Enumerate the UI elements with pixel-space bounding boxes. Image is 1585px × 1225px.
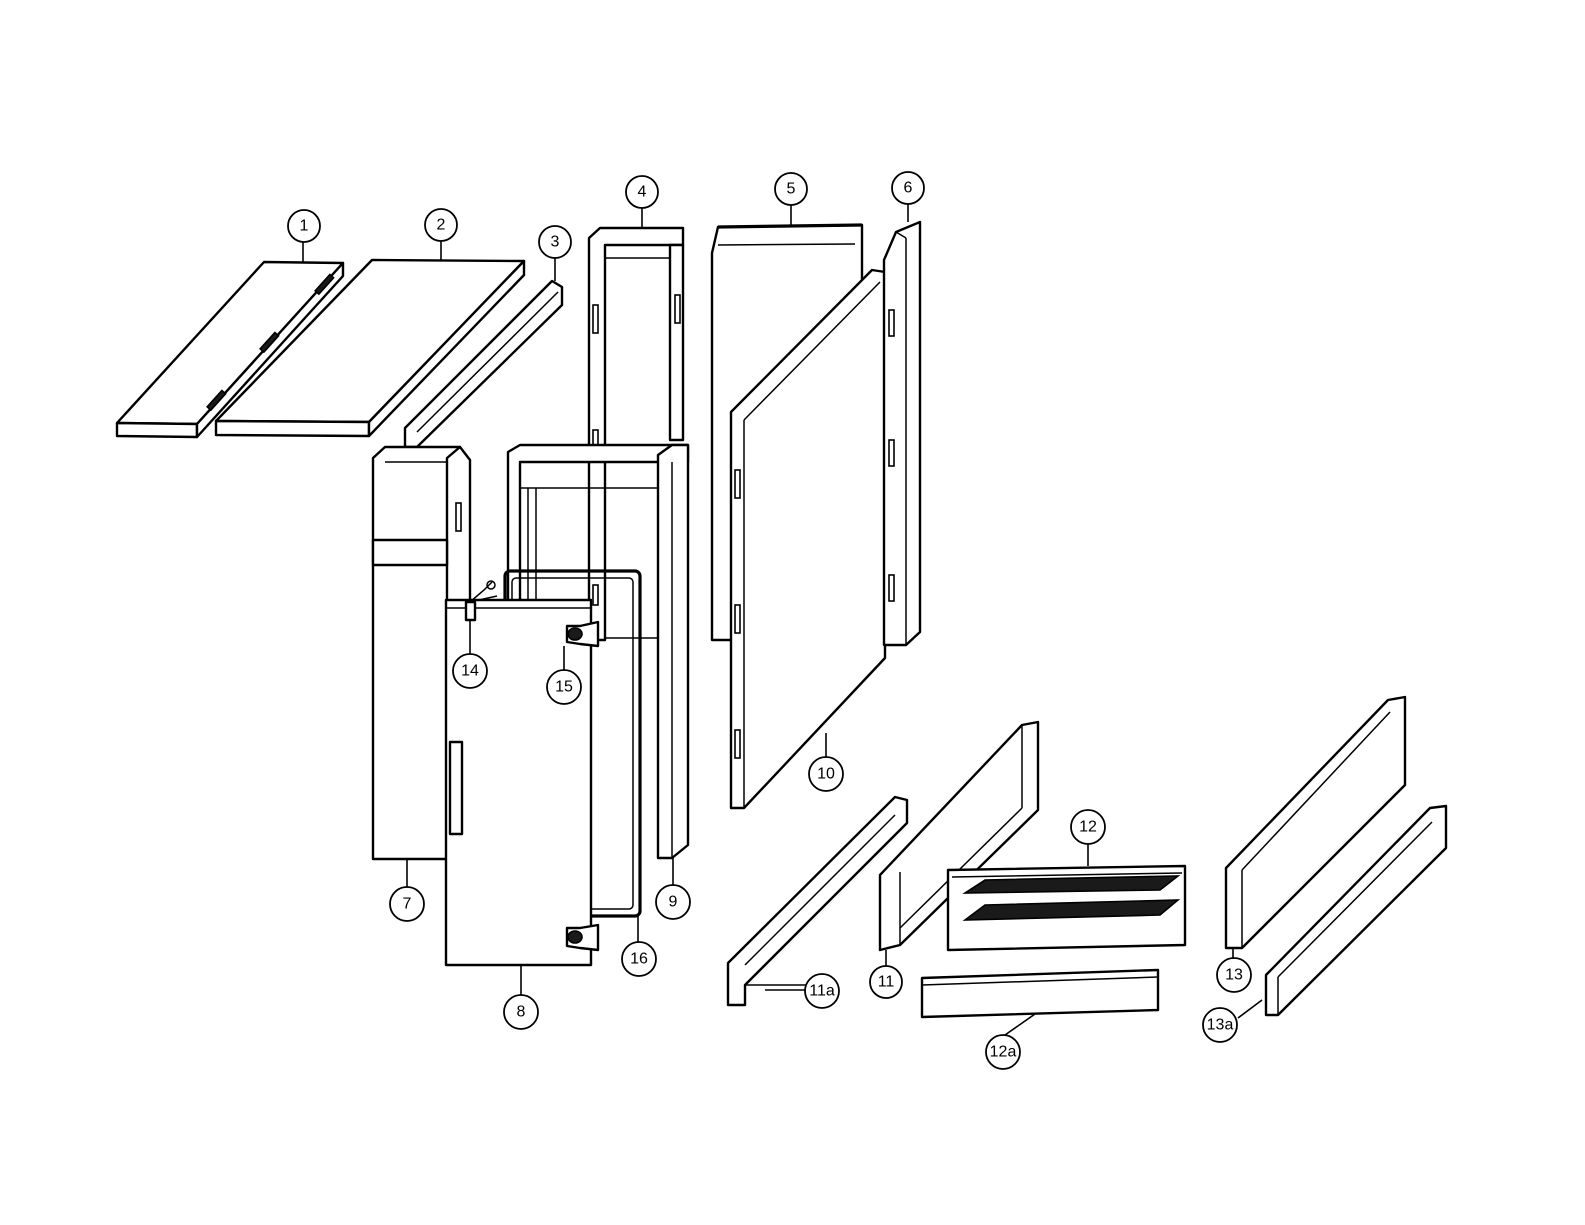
callout-label-4: 4 — [638, 184, 647, 201]
callout-label-9: 9 — [669, 894, 678, 911]
callout-4: 4 — [626, 176, 658, 208]
callout-label-2: 2 — [437, 217, 446, 234]
callout-label-15: 15 — [555, 679, 573, 696]
callout-11: 11 — [870, 966, 902, 998]
callout-16: 16 — [622, 942, 656, 976]
callout-13a: 13a — [1203, 1008, 1237, 1042]
callout-3: 3 — [539, 226, 571, 258]
callout-label-10: 10 — [817, 766, 835, 783]
callout-label-3: 3 — [551, 234, 560, 251]
part-12-grille — [948, 866, 1185, 950]
callout-8: 8 — [504, 995, 538, 1029]
callout-label-13: 13 — [1225, 967, 1243, 984]
part-12a-panel — [922, 970, 1158, 1017]
callout-2: 2 — [425, 209, 457, 241]
callout-label-14: 14 — [461, 663, 479, 680]
callout-label-16: 16 — [630, 951, 648, 968]
callout-15: 15 — [547, 670, 581, 704]
callout-label-7: 7 — [403, 896, 412, 913]
callout-7: 7 — [390, 887, 424, 921]
callout-12a: 12a — [986, 1035, 1020, 1069]
callout-13: 13 — [1217, 958, 1251, 992]
callout-label-13a: 13a — [1207, 1017, 1234, 1034]
part-6-side-strip — [884, 222, 920, 645]
callout-label-5: 5 — [787, 181, 796, 198]
callout-10: 10 — [809, 757, 843, 791]
callout-label-12a: 12a — [990, 1044, 1017, 1061]
callout-label-11a: 11a — [809, 983, 835, 1000]
callout-label-12: 12 — [1079, 819, 1097, 836]
callout-1: 1 — [288, 210, 320, 242]
callout-9: 9 — [656, 885, 690, 919]
callout-11a: 11a — [805, 974, 839, 1008]
callout-label-1: 1 — [300, 218, 309, 235]
callout-label-11: 11 — [878, 974, 895, 991]
callout-5: 5 — [775, 173, 807, 205]
callout-label-8: 8 — [517, 1004, 526, 1021]
callout-6: 6 — [892, 172, 924, 204]
callout-12: 12 — [1071, 810, 1105, 844]
callout-14: 14 — [453, 654, 487, 688]
callout-label-6: 6 — [904, 180, 913, 197]
